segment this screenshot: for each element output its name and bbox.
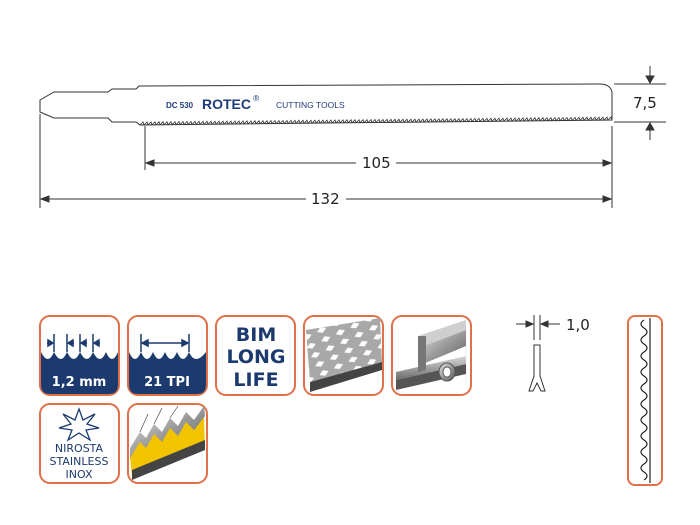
tile-profiles xyxy=(391,315,472,396)
tooth-profile-icon xyxy=(640,319,648,481)
bim-line-1: BIM xyxy=(236,324,276,346)
nirosta-line-2: STAINLESS xyxy=(50,455,109,468)
thickness-value: 1,0 xyxy=(566,316,590,334)
nirosta-line-3: INOX xyxy=(66,468,93,481)
width-value: 7,5 xyxy=(633,94,657,112)
brand-logo: ROTEC xyxy=(202,96,251,112)
blade-drawing: DC 530 ROTEC ® CUTTING TOOLS xyxy=(39,83,613,126)
tpi-label: 21 TPI xyxy=(144,375,190,390)
tooth-set-icon xyxy=(528,344,546,392)
blade-outline xyxy=(39,83,613,126)
perforated-sheet-icon xyxy=(306,318,382,382)
tooth-profile-view xyxy=(627,315,663,486)
star-burst-icon xyxy=(58,407,100,442)
registered-mark: ® xyxy=(253,93,260,103)
nirosta-line-1: NIROSTA xyxy=(55,442,104,455)
tile-bim-long-life: BIM LONG LIFE xyxy=(215,315,296,396)
tooth-pitch-label: 1,2 mm xyxy=(52,375,107,390)
tile-tpi: 21 TPI xyxy=(127,315,208,396)
tile-corrugated-panel xyxy=(127,403,208,484)
metal-profiles-icon xyxy=(396,320,466,390)
tile-perforated-sheet xyxy=(303,315,384,396)
cutting-length-value: 105 xyxy=(362,154,391,172)
bim-line-3: LIFE xyxy=(233,369,278,391)
corrugated-panel-icon xyxy=(130,405,205,480)
tile-nirosta: NIROSTA STAINLESS INOX xyxy=(39,403,120,484)
total-length-dimension xyxy=(39,114,613,208)
width-dimension xyxy=(614,66,666,140)
blade-code: DC 530 xyxy=(166,101,194,110)
thickness-diagram xyxy=(516,315,560,392)
tile-tooth-pitch: 1,2 mm xyxy=(39,315,120,396)
bim-line-2: LONG xyxy=(226,346,285,368)
brand-suffix: CUTTING TOOLS xyxy=(276,100,345,110)
total-length-value: 132 xyxy=(311,190,340,208)
cutting-length-dimension xyxy=(144,126,613,170)
blade-teeth xyxy=(139,116,613,126)
